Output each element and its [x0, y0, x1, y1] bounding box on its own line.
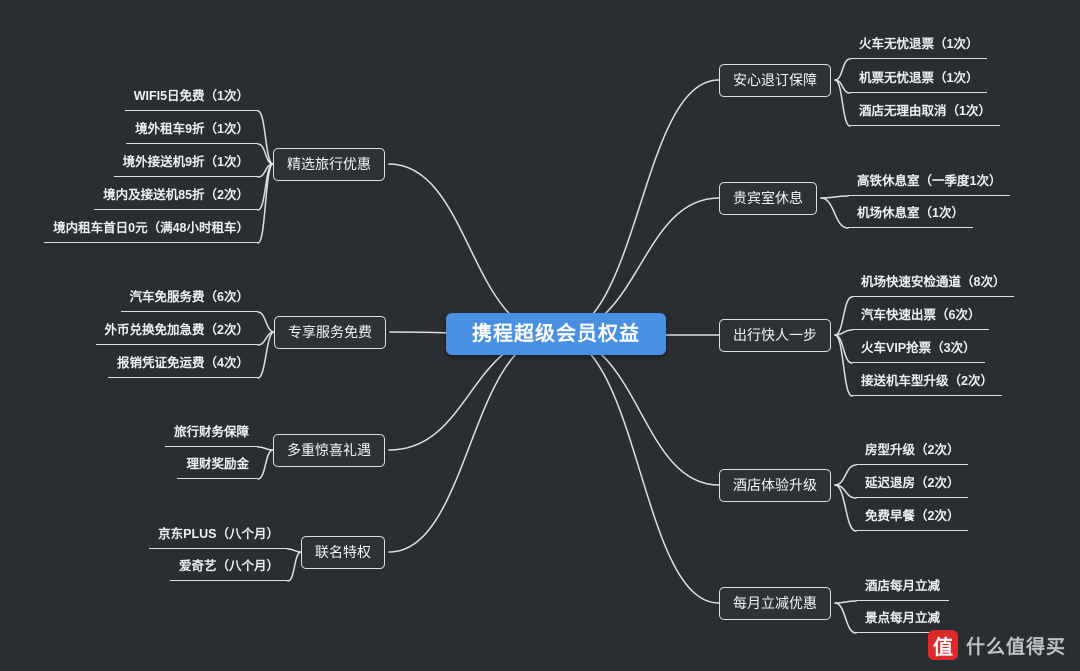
mindmap-leaf[interactable]: 酒店无理由取消（1次）: [850, 103, 1000, 126]
mindmap-leaf[interactable]: 报销凭证免运费（4次）: [108, 355, 258, 378]
root-node[interactable]: 携程超级会员权益: [446, 313, 666, 355]
mindmap-branch[interactable]: 贵宾室休息: [719, 182, 817, 215]
mindmap-leaf[interactable]: 境内及接送机85折（2次）: [94, 187, 258, 210]
mindmap-branch[interactable]: 安心退订保障: [719, 64, 831, 97]
mindmap-leaf[interactable]: 旅行财务保障: [164, 424, 258, 447]
mindmap-leaf[interactable]: 房型升级（2次）: [856, 442, 969, 465]
mindmap-branch[interactable]: 联名特权: [301, 536, 385, 569]
mindmap-leaf[interactable]: 外币兑换免加急费（2次）: [95, 322, 258, 345]
mindmap-leaf[interactable]: 汽车免服务费（6次）: [120, 289, 258, 312]
mindmap-leaf[interactable]: 接送机车型升级（2次）: [852, 373, 1002, 396]
mindmap-leaf[interactable]: WIFI5日免费（1次）: [124, 88, 258, 111]
mindmap-leaf[interactable]: 爱奇艺（八个月）: [169, 558, 288, 581]
mindmap-leaf[interactable]: 境外接送机9折（1次）: [113, 154, 258, 177]
mindmap-leaf[interactable]: 免费早餐（2次）: [856, 508, 969, 531]
mindmap-branch[interactable]: 多重惊喜礼遇: [273, 434, 385, 467]
mindmap-leaf[interactable]: 汽车快速出票（6次）: [852, 307, 990, 330]
mindmap-leaf[interactable]: 机场快速安检通道（8次）: [852, 274, 1015, 297]
mindmap-branch[interactable]: 酒店体验升级: [719, 469, 831, 502]
mindmap-branch[interactable]: 专享服务免费: [274, 316, 386, 349]
mindmap-leaf[interactable]: 境内租车首日0元（满48小时租车）: [44, 220, 258, 243]
mindmap-branch[interactable]: 每月立减优惠: [719, 587, 831, 620]
mindmap-leaf[interactable]: 景点每月立减: [856, 610, 950, 633]
mindmap-leaf[interactable]: 机场休息室（1次）: [848, 205, 973, 228]
mindmap-leaf[interactable]: 机票无忧退票（1次）: [850, 70, 988, 93]
mindmap-branch[interactable]: 精选旅行优惠: [273, 148, 385, 181]
mindmap-leaf[interactable]: 境外租车9折（1次）: [126, 121, 258, 144]
mindmap-leaf[interactable]: 京东PLUS（八个月）: [149, 526, 288, 549]
mindmap-leaf[interactable]: 高铁休息室（一季度1次）: [848, 173, 1011, 196]
mindmap-leaf[interactable]: 酒店每月立减: [856, 578, 950, 601]
mindmap-leaf[interactable]: 延迟退房（2次）: [856, 475, 969, 498]
watermark-label: 什么值得买: [965, 636, 1066, 658]
smzdm-logo-icon: 值: [927, 630, 958, 660]
mindmap-leaf[interactable]: 火车无忧退票（1次）: [850, 36, 988, 59]
mindmap-leaf[interactable]: 火车VIP抢票（3次）: [852, 340, 985, 363]
mindmap-branch[interactable]: 出行快人一步: [719, 319, 831, 352]
watermark: 值 什么值得买: [927, 630, 1066, 660]
mindmap-leaf[interactable]: 理财奖励金: [177, 456, 258, 479]
